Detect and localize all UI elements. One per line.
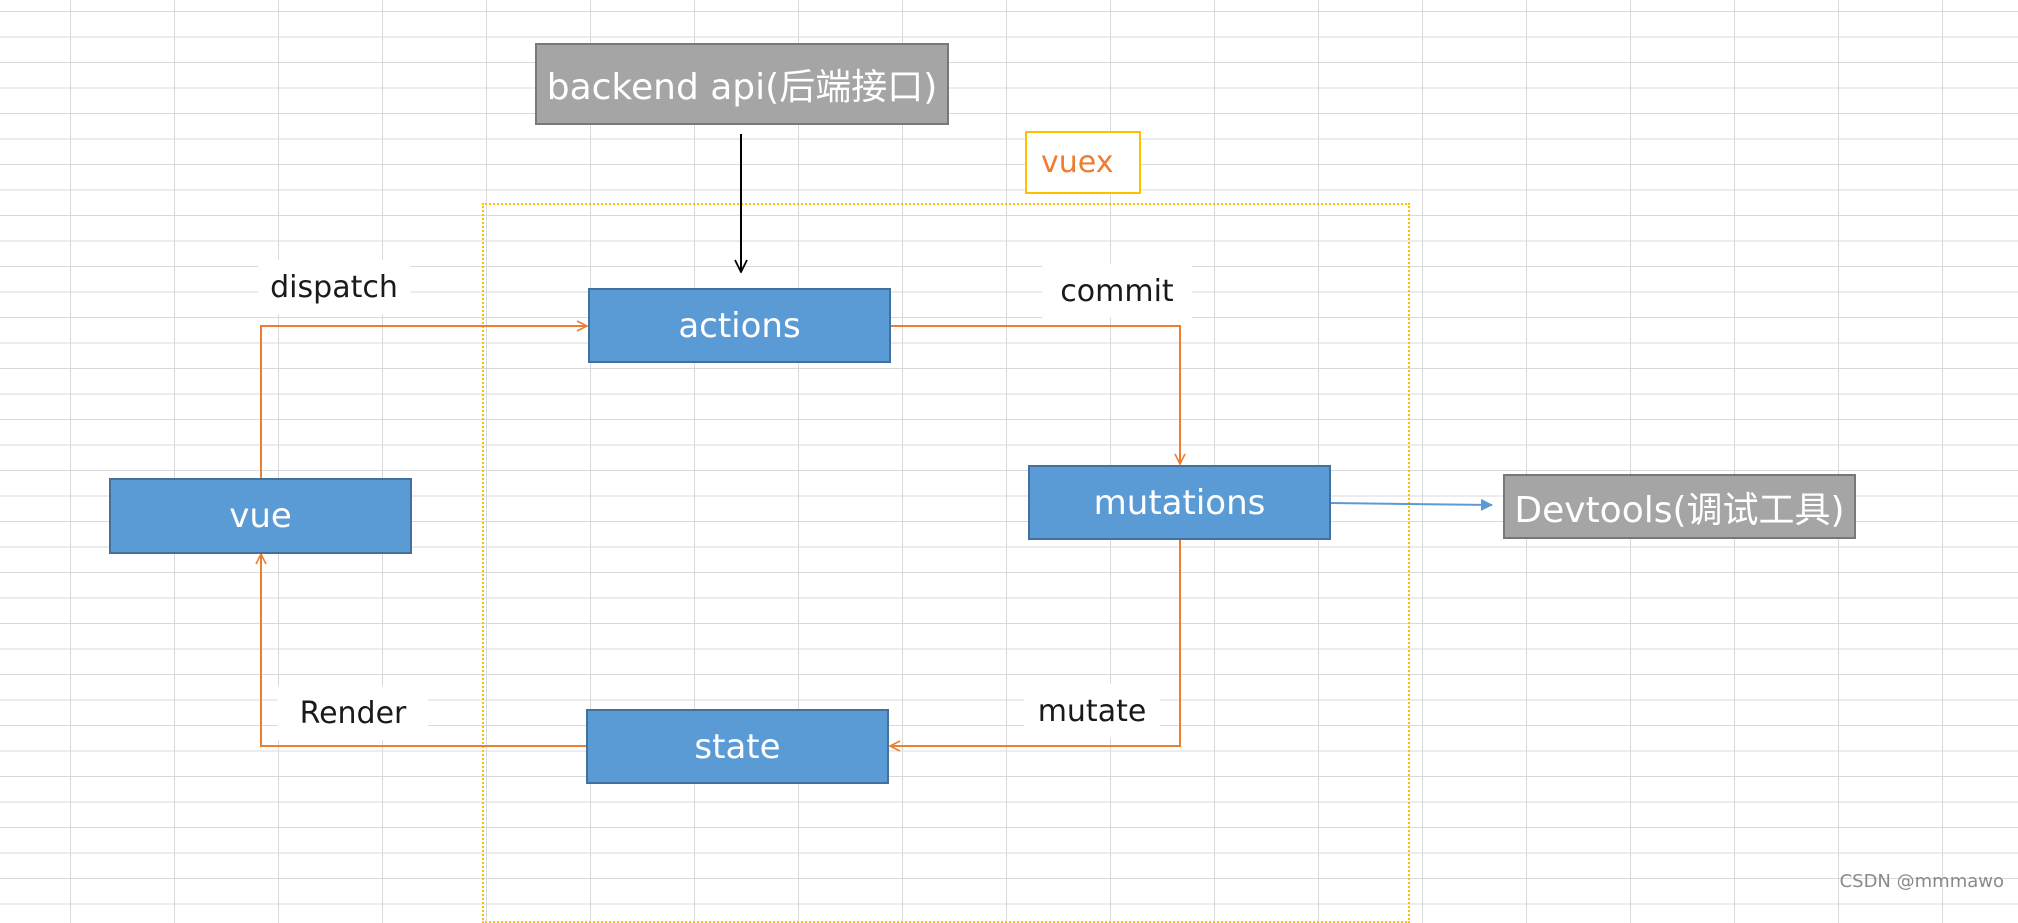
backend-api-node: backend api(后端接口) xyxy=(535,43,949,125)
commit-label: commit xyxy=(1042,264,1192,318)
render-arrow xyxy=(261,554,587,747)
state-label: state xyxy=(694,726,781,767)
vuex-label: vuex xyxy=(1025,131,1141,194)
commit-arrow xyxy=(890,325,1180,464)
render-label: Render xyxy=(278,686,428,740)
devtools-node: Devtools(调试工具) xyxy=(1503,474,1856,539)
dispatch-label: dispatch xyxy=(258,260,410,314)
actions-node: actions xyxy=(588,288,891,363)
mutations-label: mutations xyxy=(1093,482,1266,523)
actions-label: actions xyxy=(678,305,801,346)
vue-label: vue xyxy=(229,496,292,536)
connector-layer xyxy=(0,134,1493,902)
devtools-label: Devtools(调试工具) xyxy=(1514,489,1845,531)
mutate-arrow xyxy=(890,540,1181,746)
devtools-arrow xyxy=(1330,498,1493,511)
mutations-node: mutations xyxy=(1028,465,1331,540)
state-node: state xyxy=(586,709,889,784)
mutate-label: mutate xyxy=(1024,684,1160,738)
watermark: CSDN @mmmawo xyxy=(1839,871,2004,892)
backend-api-label: backend api(后端接口) xyxy=(546,67,938,108)
dispatch-arrow xyxy=(260,326,587,478)
vue-node: vue xyxy=(109,478,412,554)
